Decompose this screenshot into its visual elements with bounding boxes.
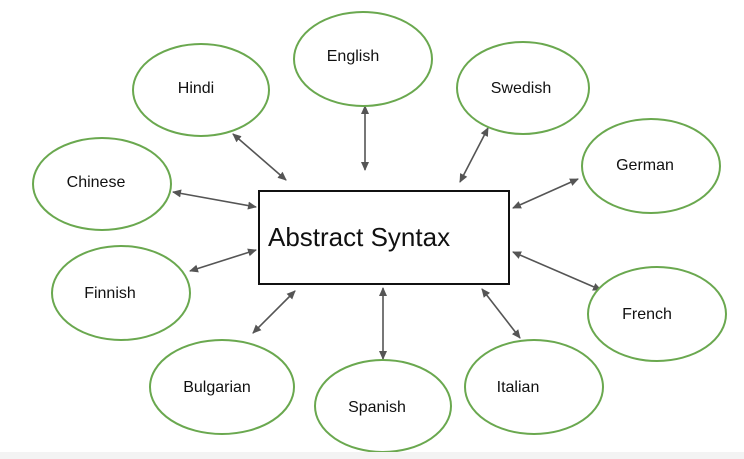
node-label-french: French <box>622 306 672 323</box>
connectors <box>172 105 602 360</box>
edge-italian <box>481 288 521 339</box>
bottom-shade <box>0 452 744 459</box>
node-chinese: Chinese <box>32 137 172 231</box>
node-english: English <box>293 11 433 107</box>
node-german: German <box>581 118 721 214</box>
node-italian: Italian <box>464 339 604 435</box>
edge-german <box>512 178 579 209</box>
node-label-italian: Italian <box>497 379 540 396</box>
node-spanish: Spanish <box>314 359 452 453</box>
abstract-syntax-box: Abstract Syntax <box>258 190 510 285</box>
node-label-bulgarian: Bulgarian <box>183 379 251 396</box>
node-label-swedish: Swedish <box>491 80 551 97</box>
node-bulgarian: Bulgarian <box>149 339 295 435</box>
node-finnish: Finnish <box>51 245 191 341</box>
center-label: Abstract Syntax <box>268 222 450 252</box>
node-label-hindi: Hindi <box>178 80 214 97</box>
node-label-spanish: Spanish <box>348 399 406 416</box>
edge-bulgarian <box>252 290 296 334</box>
node-label-finnish: Finnish <box>84 285 136 302</box>
node-label-chinese: Chinese <box>67 174 126 191</box>
node-french: French <box>587 266 727 362</box>
edge-finnish <box>189 248 257 273</box>
edge-swedish <box>459 127 489 183</box>
node-label-german: German <box>616 157 674 174</box>
edge-chinese <box>172 189 257 210</box>
node-label-english: English <box>327 48 379 65</box>
edge-hindi <box>232 133 287 181</box>
node-hindi: Hindi <box>132 43 270 137</box>
edge-french <box>512 251 602 291</box>
node-swedish: Swedish <box>456 41 590 135</box>
